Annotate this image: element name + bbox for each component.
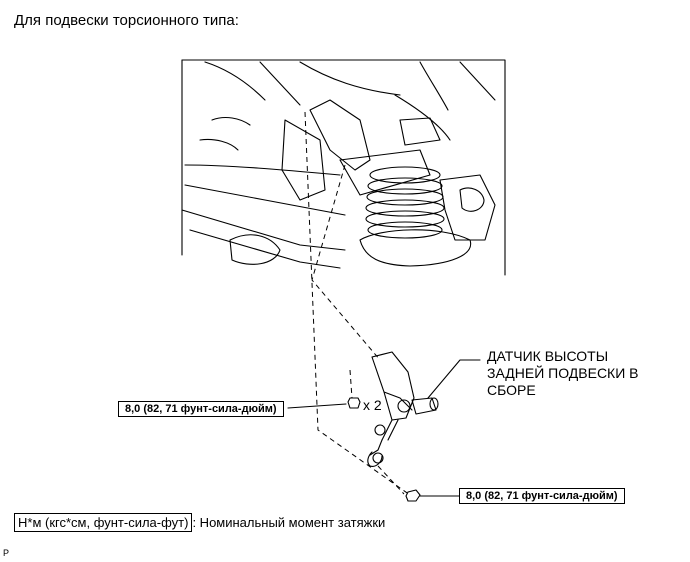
- height-sensor-illustration: [367, 351, 439, 467]
- bolt-quantity: x 2: [363, 397, 382, 413]
- torque-units: Н*м (кгс*см, фунт-сила-фут): [14, 513, 193, 532]
- bolt-icon: [347, 397, 361, 409]
- torque-spec-right: 8,0 (82, 71 фунт-сила-дюйм): [459, 488, 625, 504]
- part-label-height-sensor: ДАТЧИК ВЫСОТЫ ЗАДНЕЙ ПОДВЕСКИ В СБОРЕ: [487, 348, 639, 398]
- torque-legend: Н*м (кгс*см, фунт-сила-фут): Номинальный…: [14, 513, 386, 532]
- alignment-guides: [304, 111, 411, 496]
- figure-id: P: [3, 548, 10, 558]
- leader-line: [287, 403, 347, 409]
- torque-legend-description: : Номинальный момент затяжки: [192, 515, 386, 530]
- bolt-icon: [405, 489, 421, 502]
- torque-spec-left: 8,0 (82, 71 фунт-сила-дюйм): [118, 401, 284, 417]
- leader-line: [427, 359, 481, 399]
- coil-spring-illustration: [365, 166, 445, 239]
- vehicle-underbody-illustration: [181, 59, 506, 276]
- page-heading: Для подвески торсионного типа:: [14, 12, 239, 29]
